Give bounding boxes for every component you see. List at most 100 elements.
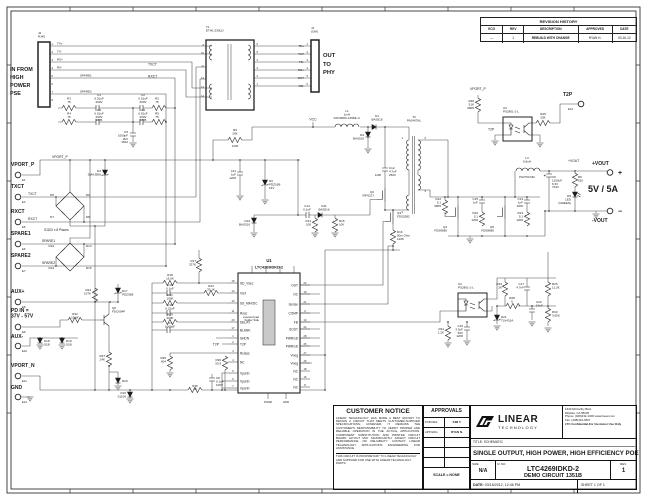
ground — [261, 199, 269, 205]
capacitor-c16 — [463, 326, 471, 331]
transistor-q6 — [98, 313, 110, 327]
resistor-r49 — [535, 119, 551, 127]
revision-history-row: — 1 REBUILD WITH CHANGE RYAN H. 03-16-12 — [481, 34, 636, 43]
resistor-r10 — [478, 211, 486, 227]
label-PG0750.062: PG0750.062 — [519, 175, 535, 179]
label-4: 4 — [425, 189, 427, 193]
label-exposed pad: exposed padSolder Side — [243, 315, 259, 322]
label-VPORT_P: VPORT_P — [52, 155, 69, 159]
label-D20: D20 — [122, 379, 128, 383]
zener-d17 — [114, 287, 122, 295]
u1-pin-SOUT: SOUT — [289, 327, 298, 331]
label-6: 6 — [52, 82, 54, 86]
resistor-r9 — [227, 136, 243, 144]
u1-pin-number: 13 — [232, 299, 235, 303]
label-9: 9 — [203, 43, 205, 47]
ground — [166, 372, 174, 378]
terminal-id: E6 — [22, 247, 26, 251]
mosfet-q3 — [384, 209, 394, 225]
symbols — [26, 39, 600, 404]
label-TX+: TX+ — [57, 42, 63, 46]
customer-notice: CUSTOMER NOTICE LINEAR TECHNOLOGY HAS MA… — [333, 405, 423, 490]
u1-pin-BLANK: BLANK — [240, 328, 251, 332]
label-RXCT: RXCT — [148, 75, 157, 79]
app-engineer: RYAN N. — [451, 430, 463, 434]
ground — [26, 396, 34, 402]
terminal-label-E13: T2P — [563, 92, 573, 98]
led-d9 — [573, 192, 581, 197]
u1-pin-Rosc: Rosc — [240, 311, 248, 315]
optocoupler-u3 — [502, 116, 533, 142]
ground — [58, 344, 66, 350]
ground — [463, 340, 471, 346]
terminal-label-E8: AUX+ — [11, 289, 25, 295]
label-RD-: RD- — [299, 84, 304, 88]
u1-pin-number: 21 — [304, 300, 307, 304]
sheet-number: SHEET 1 OF 1 — [577, 480, 636, 493]
u1-pin-Isense: Isense — [289, 302, 299, 306]
label-1: 1 — [52, 42, 54, 46]
transformer-t2-secondary — [417, 139, 421, 156]
linear-technology-logo: LINEAR TECHNOLOGY — [471, 406, 562, 438]
u1-pin-T2P: T2P — [240, 342, 246, 346]
ground — [544, 327, 552, 333]
terminal-E15: -VOUT− — [592, 207, 622, 224]
label-SPARE1: SPARE1 — [42, 239, 55, 243]
terminal-id: E5 — [22, 225, 26, 229]
terminal-label-E3: TXCT — [11, 184, 24, 190]
terminal-pad — [14, 240, 22, 248]
resistor-r48 — [474, 97, 482, 113]
diode-d18 — [37, 337, 43, 344]
junction-dots — [39, 107, 576, 391]
u1-pin-NC: NC — [240, 360, 245, 364]
u1-pin-NC: NC — [293, 385, 298, 389]
u1-pin-Vportn: Vportn — [240, 371, 250, 375]
terminal-pad — [14, 323, 22, 331]
terminal-id: E8 — [22, 305, 26, 309]
approvals-title: APPROVALS — [424, 406, 469, 418]
u1-pin-PWRGD: PWRGD — [286, 336, 299, 340]
terminal-id: E10 — [22, 349, 27, 353]
diode-d2 — [365, 131, 371, 138]
label-RCT: RCT — [298, 76, 304, 80]
resistor-r26 — [544, 281, 552, 297]
label-TD+: TD+ — [298, 44, 304, 48]
customer-notice-title: CUSTOMER NOTICE — [346, 408, 410, 415]
ground — [114, 385, 122, 391]
u1-pin-number: 19 — [304, 290, 307, 294]
mosfet-q5 — [496, 204, 506, 220]
terminals: VPORT_PE1TXCTE3RXCTE5SPARE1E6SPARE2E7AUX… — [11, 92, 622, 404]
label-D13: D13 — [86, 244, 92, 248]
u1-pin-DELAY: DELAY — [240, 320, 251, 324]
capacitor-c14 — [305, 211, 310, 219]
terminal-pad — [14, 393, 22, 401]
u1-pin-number: 2 — [232, 340, 234, 344]
label-1206: 1206 — [375, 173, 382, 177]
label-+: + — [544, 173, 547, 178]
part-number: LTC4269IDKD-2 — [527, 466, 579, 473]
terminal-label-E14: +VOUT — [592, 161, 609, 167]
ground — [129, 142, 137, 148]
terminal-id: E12 — [22, 400, 27, 404]
u1-pin-number: 24 — [304, 325, 307, 329]
u1-pin-number: 3 — [232, 349, 234, 353]
